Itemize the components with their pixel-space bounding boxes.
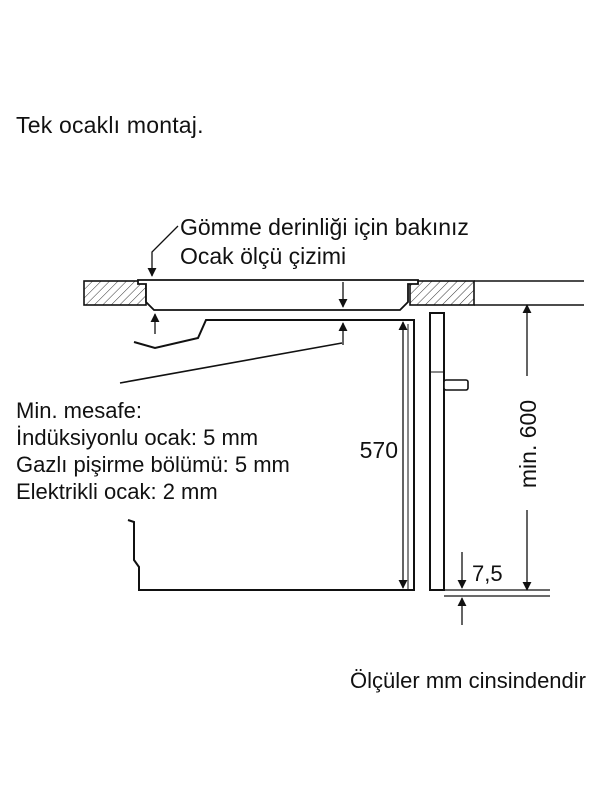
cabinet-height-label: min. 600 — [515, 400, 541, 488]
hob — [137, 279, 419, 311]
min-distance-item: Elektrikli ocak: 2 mm — [16, 479, 218, 504]
hob-note-line1: Gömme derinliği için bakınız — [180, 214, 469, 240]
bottom-gap-dimension: 7,5 — [444, 552, 550, 625]
oven — [119, 312, 469, 591]
hob-body — [137, 279, 419, 311]
min-distance-heading: Min. mesafe: — [16, 398, 142, 423]
page-title: Tek ocaklı montaj. — [16, 112, 204, 138]
bottom-gap-label: 7,5 — [472, 561, 503, 586]
min-distance-item: İndüksiyonlu ocak: 5 mm — [16, 425, 258, 450]
units-note: Ölçüler mm cinsindendir — [350, 668, 586, 693]
worktop-left-section — [83, 280, 147, 306]
cabinet-height-label-bg — [508, 376, 546, 510]
oven-slant-line — [119, 342, 343, 384]
cabinet-height-dimension: min. 600 — [508, 304, 546, 591]
hob-note-line2: Ocak ölçü çizimi — [180, 243, 346, 269]
hob-note-leader — [147, 225, 179, 277]
oven-front-panel — [429, 312, 445, 591]
min-distance-item: Gazlı pişirme bölümü: 5 mm — [16, 452, 290, 477]
oven-height-dimension: 570 — [360, 321, 408, 589]
oven-height-label: 570 — [360, 437, 398, 463]
oven-outline — [127, 319, 415, 591]
control-knob[interactable] — [443, 379, 469, 391]
worktop — [83, 280, 584, 306]
worktop-right-section — [409, 280, 475, 306]
